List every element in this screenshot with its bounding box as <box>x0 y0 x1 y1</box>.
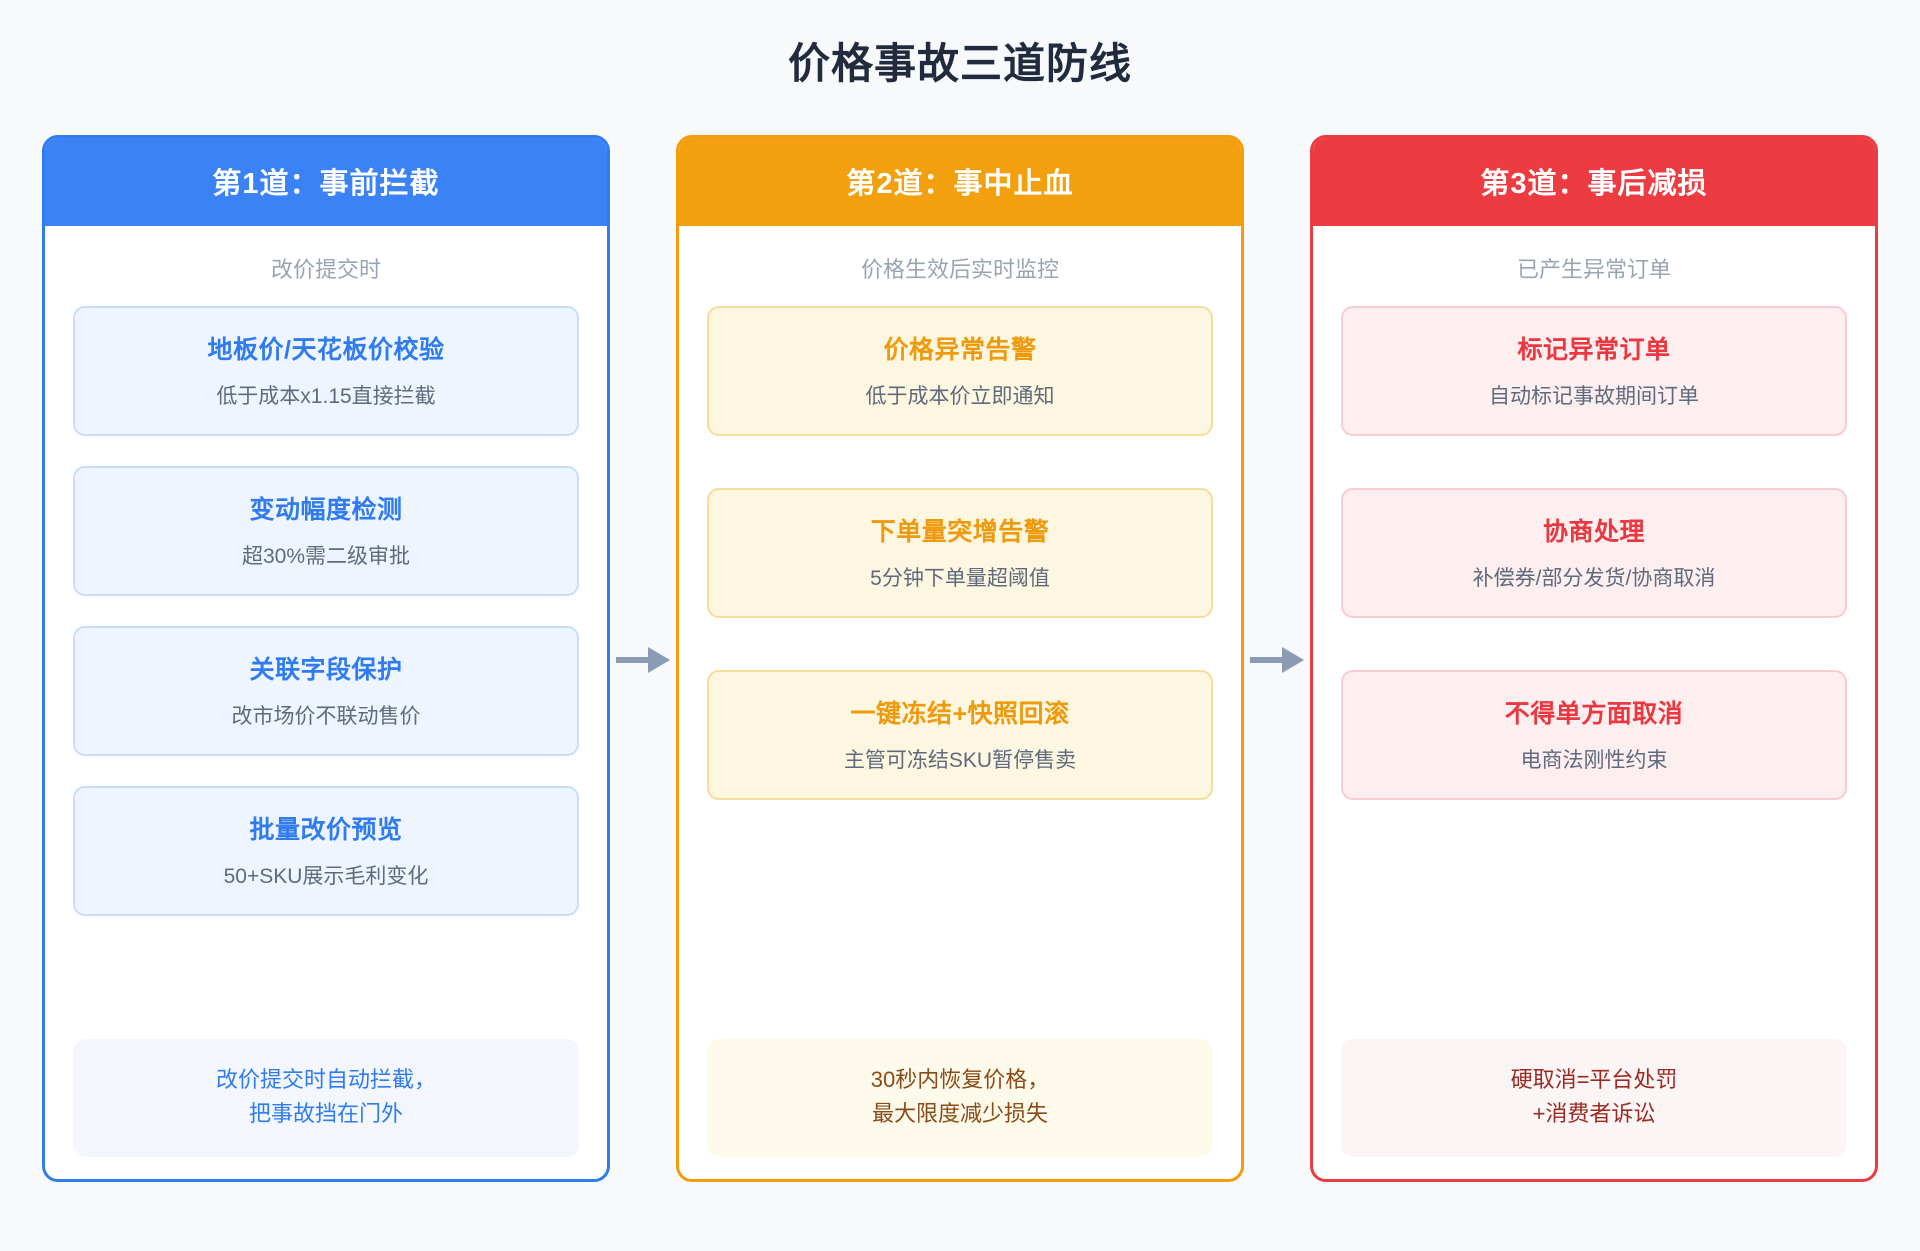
column-footer-1: 改价提交时自动拦截， 把事故挡在门外 <box>73 1038 579 1157</box>
measure-card-title: 下单量突增告警 <box>870 518 1050 546</box>
measure-card[interactable]: 关联字段保护 改市场价不联动售价 <box>73 626 579 756</box>
measure-card[interactable]: 下单量突增告警 5分钟下单量超阈值 <box>707 488 1213 618</box>
measure-card[interactable]: 变动幅度检测 超30%需二级审批 <box>73 466 579 596</box>
arrow-head <box>648 646 670 673</box>
measure-card-desc: 补偿券/部分发货/协商取消 <box>1472 567 1716 590</box>
defense-columns: 第1道：事前拦截 改价提交时 地板价/天花板价校验 低于成本x1.15直接拦截 … <box>0 91 1920 1182</box>
column-body-3: 已产生异常订单 标记异常订单 自动标记事故期间订单 协商处理 补偿券/部分发货/… <box>1313 226 1875 1179</box>
measure-card[interactable]: 一键冻结+快照回滚 主管可冻结SKU暂停售卖 <box>707 670 1213 800</box>
column-wrapper-1: 第1道：事前拦截 改价提交时 地板价/天花板价校验 低于成本x1.15直接拦截 … <box>42 135 676 1182</box>
measure-card-desc: 50+SKU展示毛利变化 <box>223 865 429 888</box>
arrow-shaft <box>1250 656 1286 663</box>
measure-card-desc: 主管可冻结SKU暂停售卖 <box>843 749 1077 772</box>
arrow-right-icon <box>610 646 676 673</box>
card-list-2: 价格异常告警 低于成本价立即通知 下单量突增告警 5分钟下单量超阈值 一键冻结+… <box>707 306 1213 1039</box>
column-body-1: 改价提交时 地板价/天花板价校验 低于成本x1.15直接拦截 变动幅度检测 超3… <box>45 226 607 1179</box>
measure-card-title: 协商处理 <box>1542 518 1645 546</box>
column-header-3: 第3道：事后减损 <box>1313 138 1875 226</box>
measure-card-desc: 自动标记事故期间订单 <box>1489 385 1699 408</box>
column-footer-line-2: +消费者诉讼 <box>1532 1100 1656 1126</box>
measure-card[interactable]: 批量改价预览 50+SKU展示毛利变化 <box>73 786 579 916</box>
column-footer-line-1: 改价提交时自动拦截， <box>215 1066 436 1092</box>
column-footer-line-1: 硬取消=平台处罚 <box>1510 1066 1678 1092</box>
measure-card-desc: 电商法刚性约束 <box>1520 749 1668 772</box>
column-footer-line-1: 30秒内恢复价格， <box>870 1066 1050 1092</box>
column-wrapper-3: 第3道：事后减损 已产生异常订单 标记异常订单 自动标记事故期间订单 协商处理 … <box>1310 135 1878 1182</box>
measure-card[interactable]: 标记异常订单 自动标记事故期间订单 <box>1341 306 1847 436</box>
column-wrapper-2: 第2道：事中止血 价格生效后实时监控 价格异常告警 低于成本价立即通知 下单量突… <box>676 135 1310 1182</box>
measure-card-title: 价格异常告警 <box>883 336 1037 364</box>
column-footer-line-2: 最大限度减少损失 <box>871 1100 1048 1126</box>
arrow-head <box>1282 646 1304 673</box>
column-footer-3: 硬取消=平台处罚 +消费者诉讼 <box>1341 1038 1847 1157</box>
column-footer-line-2: 把事故挡在门外 <box>248 1100 403 1126</box>
measure-card[interactable]: 不得单方面取消 电商法刚性约束 <box>1341 670 1847 800</box>
arrow-shaft <box>616 656 652 663</box>
measure-card[interactable]: 价格异常告警 低于成本价立即通知 <box>707 306 1213 436</box>
column-subtitle-1: 改价提交时 <box>270 257 381 282</box>
defense-column-2[interactable]: 第2道：事中止血 价格生效后实时监控 价格异常告警 低于成本价立即通知 下单量突… <box>676 135 1244 1182</box>
measure-card-desc: 超30%需二级审批 <box>241 545 411 568</box>
column-body-2: 价格生效后实时监控 价格异常告警 低于成本价立即通知 下单量突增告警 5分钟下单… <box>679 226 1241 1179</box>
measure-card-title: 变动幅度检测 <box>249 496 403 524</box>
card-list-3: 标记异常订单 自动标记事故期间订单 协商处理 补偿券/部分发货/协商取消 不得单… <box>1341 306 1847 1039</box>
measure-card-desc: 低于成本价立即通知 <box>865 385 1055 408</box>
column-header-1: 第1道：事前拦截 <box>45 138 607 226</box>
page-title: 价格事故三道防线 <box>787 40 1132 87</box>
measure-card[interactable]: 协商处理 补偿券/部分发货/协商取消 <box>1341 488 1847 618</box>
measure-card-title: 批量改价预览 <box>249 816 403 844</box>
measure-card-desc: 改市场价不联动售价 <box>231 705 421 728</box>
measure-card-title: 一键冻结+快照回滚 <box>850 700 1070 728</box>
column-subtitle-3: 已产生异常订单 <box>1516 257 1671 282</box>
measure-card-title: 关联字段保护 <box>249 656 403 684</box>
column-footer-2: 30秒内恢复价格， 最大限度减少损失 <box>707 1038 1213 1157</box>
defense-column-1[interactable]: 第1道：事前拦截 改价提交时 地板价/天花板价校验 低于成本x1.15直接拦截 … <box>42 135 610 1182</box>
measure-card-desc: 5分钟下单量超阈值 <box>870 567 1050 590</box>
defense-column-3[interactable]: 第3道：事后减损 已产生异常订单 标记异常订单 自动标记事故期间订单 协商处理 … <box>1310 135 1878 1182</box>
column-header-2: 第2道：事中止血 <box>679 138 1241 226</box>
measure-card[interactable]: 地板价/天花板价校验 低于成本x1.15直接拦截 <box>73 306 579 436</box>
measure-card-title: 地板价/天花板价校验 <box>207 336 445 364</box>
card-list-1: 地板价/天花板价校验 低于成本x1.15直接拦截 变动幅度检测 超30%需二级审… <box>73 306 579 1039</box>
measure-card-title: 标记异常订单 <box>1517 336 1671 364</box>
column-subtitle-2: 价格生效后实时监控 <box>860 257 1059 282</box>
arrow-right-icon <box>1244 646 1310 673</box>
measure-card-desc: 低于成本x1.15直接拦截 <box>216 385 436 408</box>
measure-card-title: 不得单方面取消 <box>1504 700 1684 728</box>
